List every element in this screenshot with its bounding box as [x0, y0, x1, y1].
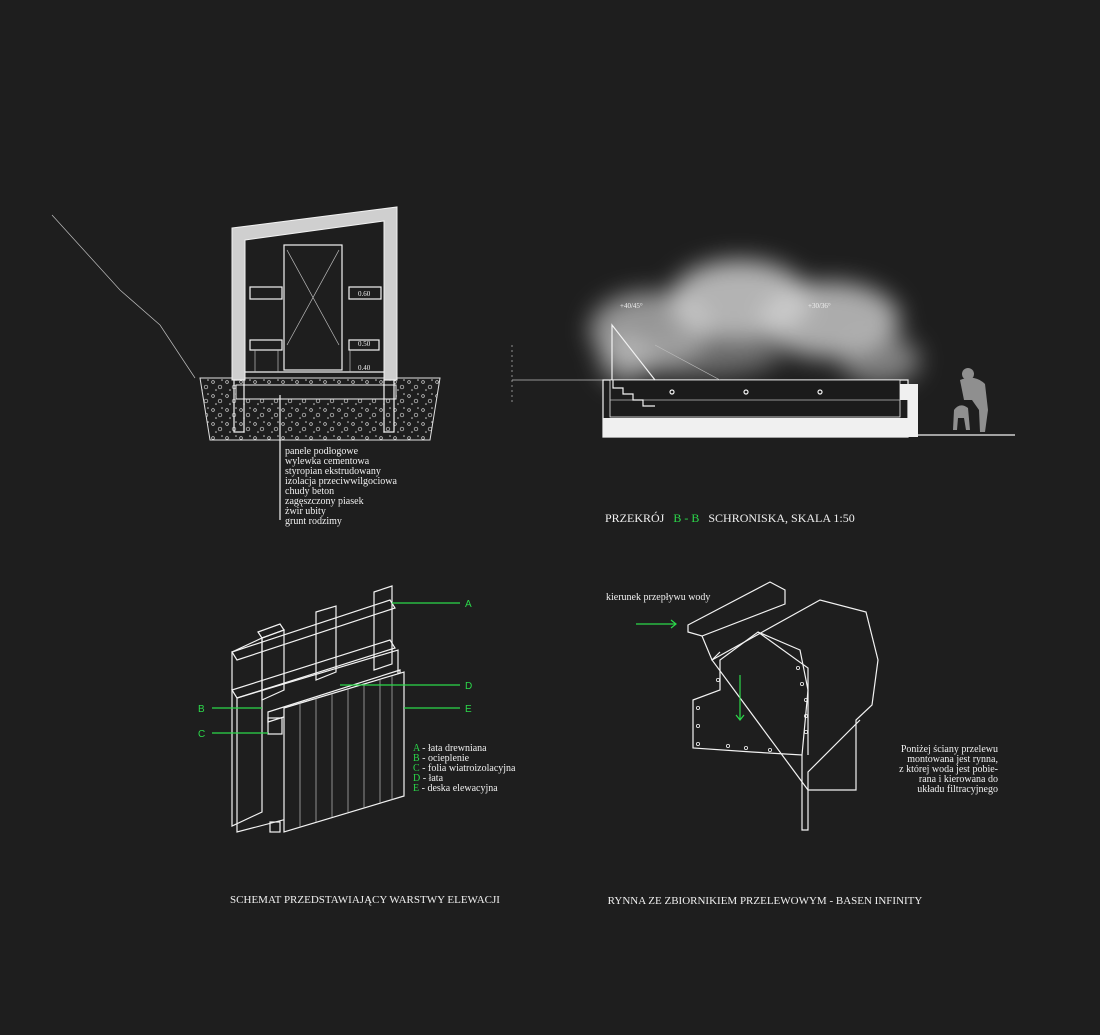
terrain-slope-line	[51, 214, 196, 379]
flow-arrow-head-1	[670, 619, 677, 629]
pool-steps	[612, 380, 655, 407]
nozzle-3	[817, 389, 823, 395]
bunk-upper-left	[249, 286, 283, 300]
floor-layer-8: grunt rodzimy	[285, 516, 342, 527]
bunk-lower-left	[249, 339, 283, 351]
building-section: 0.60 0.50 0.40 panele podłogowe wylewka …	[51, 206, 441, 527]
floor-layer-4: izolacja przeciwwilgociowa	[285, 476, 397, 487]
foundation-slab	[235, 384, 397, 400]
gutter-channel	[687, 581, 786, 637]
footing-right	[383, 379, 395, 433]
level-right: +30/36°	[808, 302, 831, 310]
glass-panel	[611, 323, 656, 381]
legend-item-a: A - łata drewniana	[413, 743, 487, 754]
batten-vertical-1	[261, 629, 285, 701]
callout-e: E	[465, 704, 472, 715]
rail-top	[231, 599, 396, 661]
dim-label-3: 0.40	[358, 364, 371, 372]
overflow-wall-front	[692, 631, 809, 756]
rail-middle	[231, 639, 396, 699]
footing-left	[233, 379, 245, 433]
floor-layer-2: wylewka cementowa	[285, 456, 370, 467]
bolt-holes	[696, 666, 809, 753]
floor-layer-7: żwir ubity	[285, 506, 326, 517]
roof-line	[654, 344, 721, 381]
overflow-gutter-drawing: kierunek przepływu wody Poniżej ściany p…	[606, 581, 998, 907]
gutter-note-line-1: Poniżej ściany przelewu	[901, 744, 998, 755]
floor-layer-1: panele podłogowe	[285, 446, 359, 457]
facade-layers-schema: A B C D E A - łata drewniana B - ocieple…	[198, 585, 516, 906]
batten-foot	[269, 821, 281, 833]
level-left: +40/45°	[620, 302, 643, 310]
gutter-caption: RYNNA ZE ZBIORNIKIEM PRZELEWOWYM - BASEN…	[608, 895, 923, 907]
steam-cloud	[590, 260, 920, 385]
pool-water	[609, 379, 901, 418]
gutter-note: Poniżej ściany przelewu montowana jest r…	[899, 744, 998, 795]
legend-item-b: B - ocieplenie	[413, 753, 470, 764]
legend-item-c: C - folia wiatroizolacyjna	[413, 763, 516, 774]
person-with-dog-figure	[953, 368, 988, 432]
gutter-note-line-3: z której woda jest pobie-	[899, 764, 998, 775]
door-frame	[283, 244, 343, 371]
batten-d-end	[267, 717, 283, 735]
flow-direction-label: kierunek przepływu wody	[606, 592, 710, 603]
support-leg	[801, 719, 861, 831]
batten-back-left	[231, 637, 263, 827]
legend-item-d: D - łata	[413, 773, 444, 784]
gutter-note-line-4: rana i kierowana do	[919, 774, 998, 785]
floor-layer-5: chudy beton	[285, 486, 334, 497]
floor-layer-3: styropian ekstrudowany	[285, 466, 381, 477]
dim-label-1: 0.60	[358, 290, 371, 298]
nozzle-2	[743, 389, 749, 395]
dim-label-2: 0.50	[358, 340, 371, 348]
callout-d: D	[465, 681, 472, 692]
pool-section: +40/45° +30/36° PRZEKRÓJ B - B SCHRONISK…	[511, 260, 1015, 525]
legend-item-e: E - deska elewacyjna	[413, 783, 498, 794]
callout-b: B	[198, 704, 205, 715]
batten-vertical-a	[373, 585, 393, 671]
overflow-edge	[900, 384, 918, 437]
floor-layers-list: panele podłogowe wylewka cementowa styro…	[285, 446, 397, 527]
gutter-note-line-5: układu filtracyjnego	[917, 784, 998, 795]
overflow-tank-back	[711, 599, 879, 791]
nozzle-1	[669, 389, 675, 395]
pool-section-caption: PRZEKRÓJ B - B SCHRONISKA, SKALA 1:50	[605, 511, 855, 525]
layers-schema-caption: SCHEMAT PRZEDSTAWIAJĄCY WARSTWY ELEWACJI	[230, 894, 500, 906]
cladding-boards	[283, 671, 405, 833]
tank-edge	[757, 631, 809, 755]
floor-layer-6: zagęszczony piasek	[285, 496, 364, 507]
callout-c: C	[198, 729, 205, 740]
bunk-lower-right	[348, 339, 380, 351]
building-walls	[231, 206, 398, 381]
door-cross-2	[286, 249, 340, 346]
gutter-note-line-2: montowana jest rynna,	[907, 754, 998, 765]
pool-slab	[603, 418, 908, 437]
batten-vertical-2	[315, 605, 337, 681]
bunk-upper-right	[348, 286, 382, 300]
layers-legend: A - łata drewniana B - ocieplenie C - fo…	[413, 743, 516, 794]
callout-a: A	[465, 599, 472, 610]
flow-arrow-head-2	[735, 714, 745, 721]
